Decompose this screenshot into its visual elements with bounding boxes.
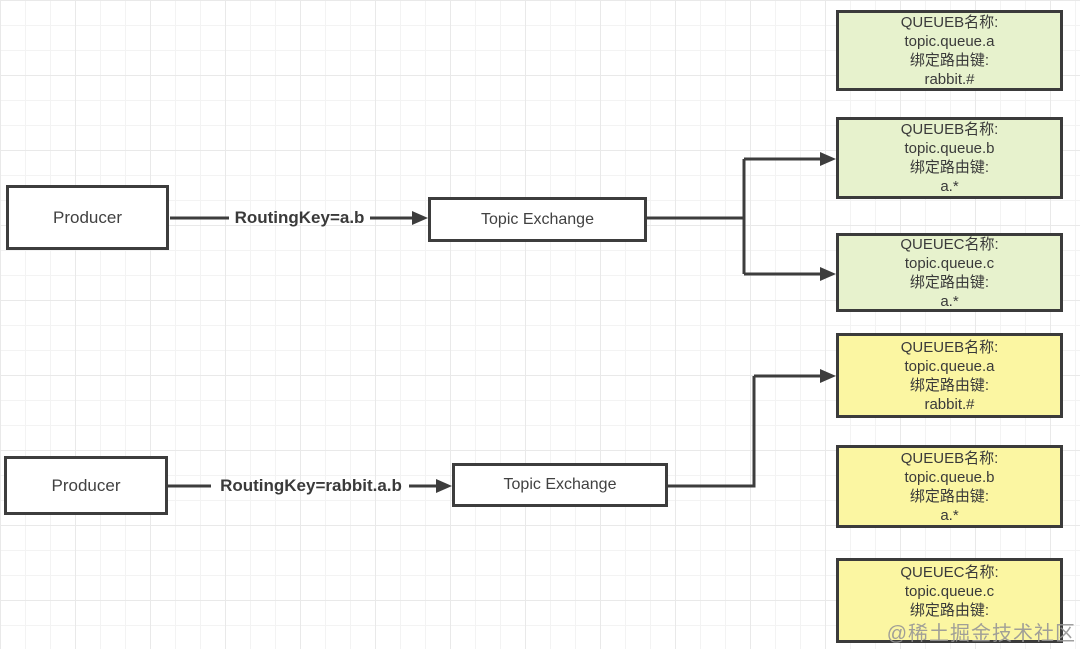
queue-line: rabbit.# [924,395,975,413]
flow2-queue-a-arrowhead-icon [820,369,836,383]
topic-exchange-box-2: Topic Exchange [452,463,668,507]
routing-key-label-1: RoutingKey=a.b [234,208,365,227]
queue-box-5: QUEUEB名称: topic.queue.b 绑定路由键: a.* [836,445,1063,528]
queue-line: topic.queue.a [904,32,995,50]
queue-line: QUEUEB名称: [900,449,999,467]
producer-box-1: Producer [6,185,169,250]
queue-box-4: QUEUEB名称: topic.queue.a 绑定路由键: rabbit.# [836,333,1063,418]
queue-line: QUEUEC名称: [900,235,999,253]
site-watermark: @稀土掘金技术社区 [886,623,1076,645]
queue-line: 绑定路由键: [909,601,990,619]
queue-line: topic.queue.b [904,468,995,486]
topic-exchange-box-1: Topic Exchange [428,197,647,242]
topic-exchange-label-2: Topic Exchange [503,476,617,493]
queue-box-1: QUEUEB名称: topic.queue.a 绑定路由键: rabbit.# [836,10,1063,91]
queue-box-2: QUEUEB名称: topic.queue.b 绑定路由键: a.* [836,117,1063,199]
flow1-exchange-arrowhead-icon [412,211,428,225]
queue-line: topic.queue.c [904,582,995,600]
producer-box-2: Producer [4,456,168,515]
queue-line: QUEUEB名称: [900,13,999,31]
queue-line: rabbit.# [924,70,975,88]
queue-line: a.* [940,506,959,524]
queue-line: 绑定路由键: [909,376,990,394]
flow1-queue-c-arrowhead-icon [820,267,836,281]
queue-line: a.* [940,292,959,310]
queue-line: topic.queue.b [904,140,995,157]
flow2-elbow-line [668,376,756,488]
queue-line: QUEUEB名称: [900,121,999,138]
queue-line: QUEUEB名称: [900,338,999,356]
queue-box-6: QUEUEC名称: topic.queue.c 绑定路由键: [836,558,1063,643]
queue-line: 绑定路由键: [909,51,990,69]
queue-line: topic.queue.c [904,254,995,272]
flow2-exchange-arrowhead-icon [436,479,452,493]
flow1-queue-b-arrowhead-icon [820,152,836,166]
routing-key-label-2: RoutingKey=rabbit.a.b [220,476,402,495]
queue-line: QUEUEC名称: [900,563,999,581]
queue-line: topic.queue.a [904,357,995,375]
topic-exchange-label-1: Topic Exchange [481,210,594,228]
queue-line: 绑定路由键: [909,159,990,176]
producer-label-2: Producer [51,475,121,495]
queue-line: 绑定路由键: [909,273,990,291]
queue-line: a.* [940,178,959,195]
producer-label-1: Producer [53,207,122,227]
queue-box-3: QUEUEC名称: topic.queue.c 绑定路由键: a.* [836,233,1063,312]
queue-line: 绑定路由键: [909,487,990,505]
